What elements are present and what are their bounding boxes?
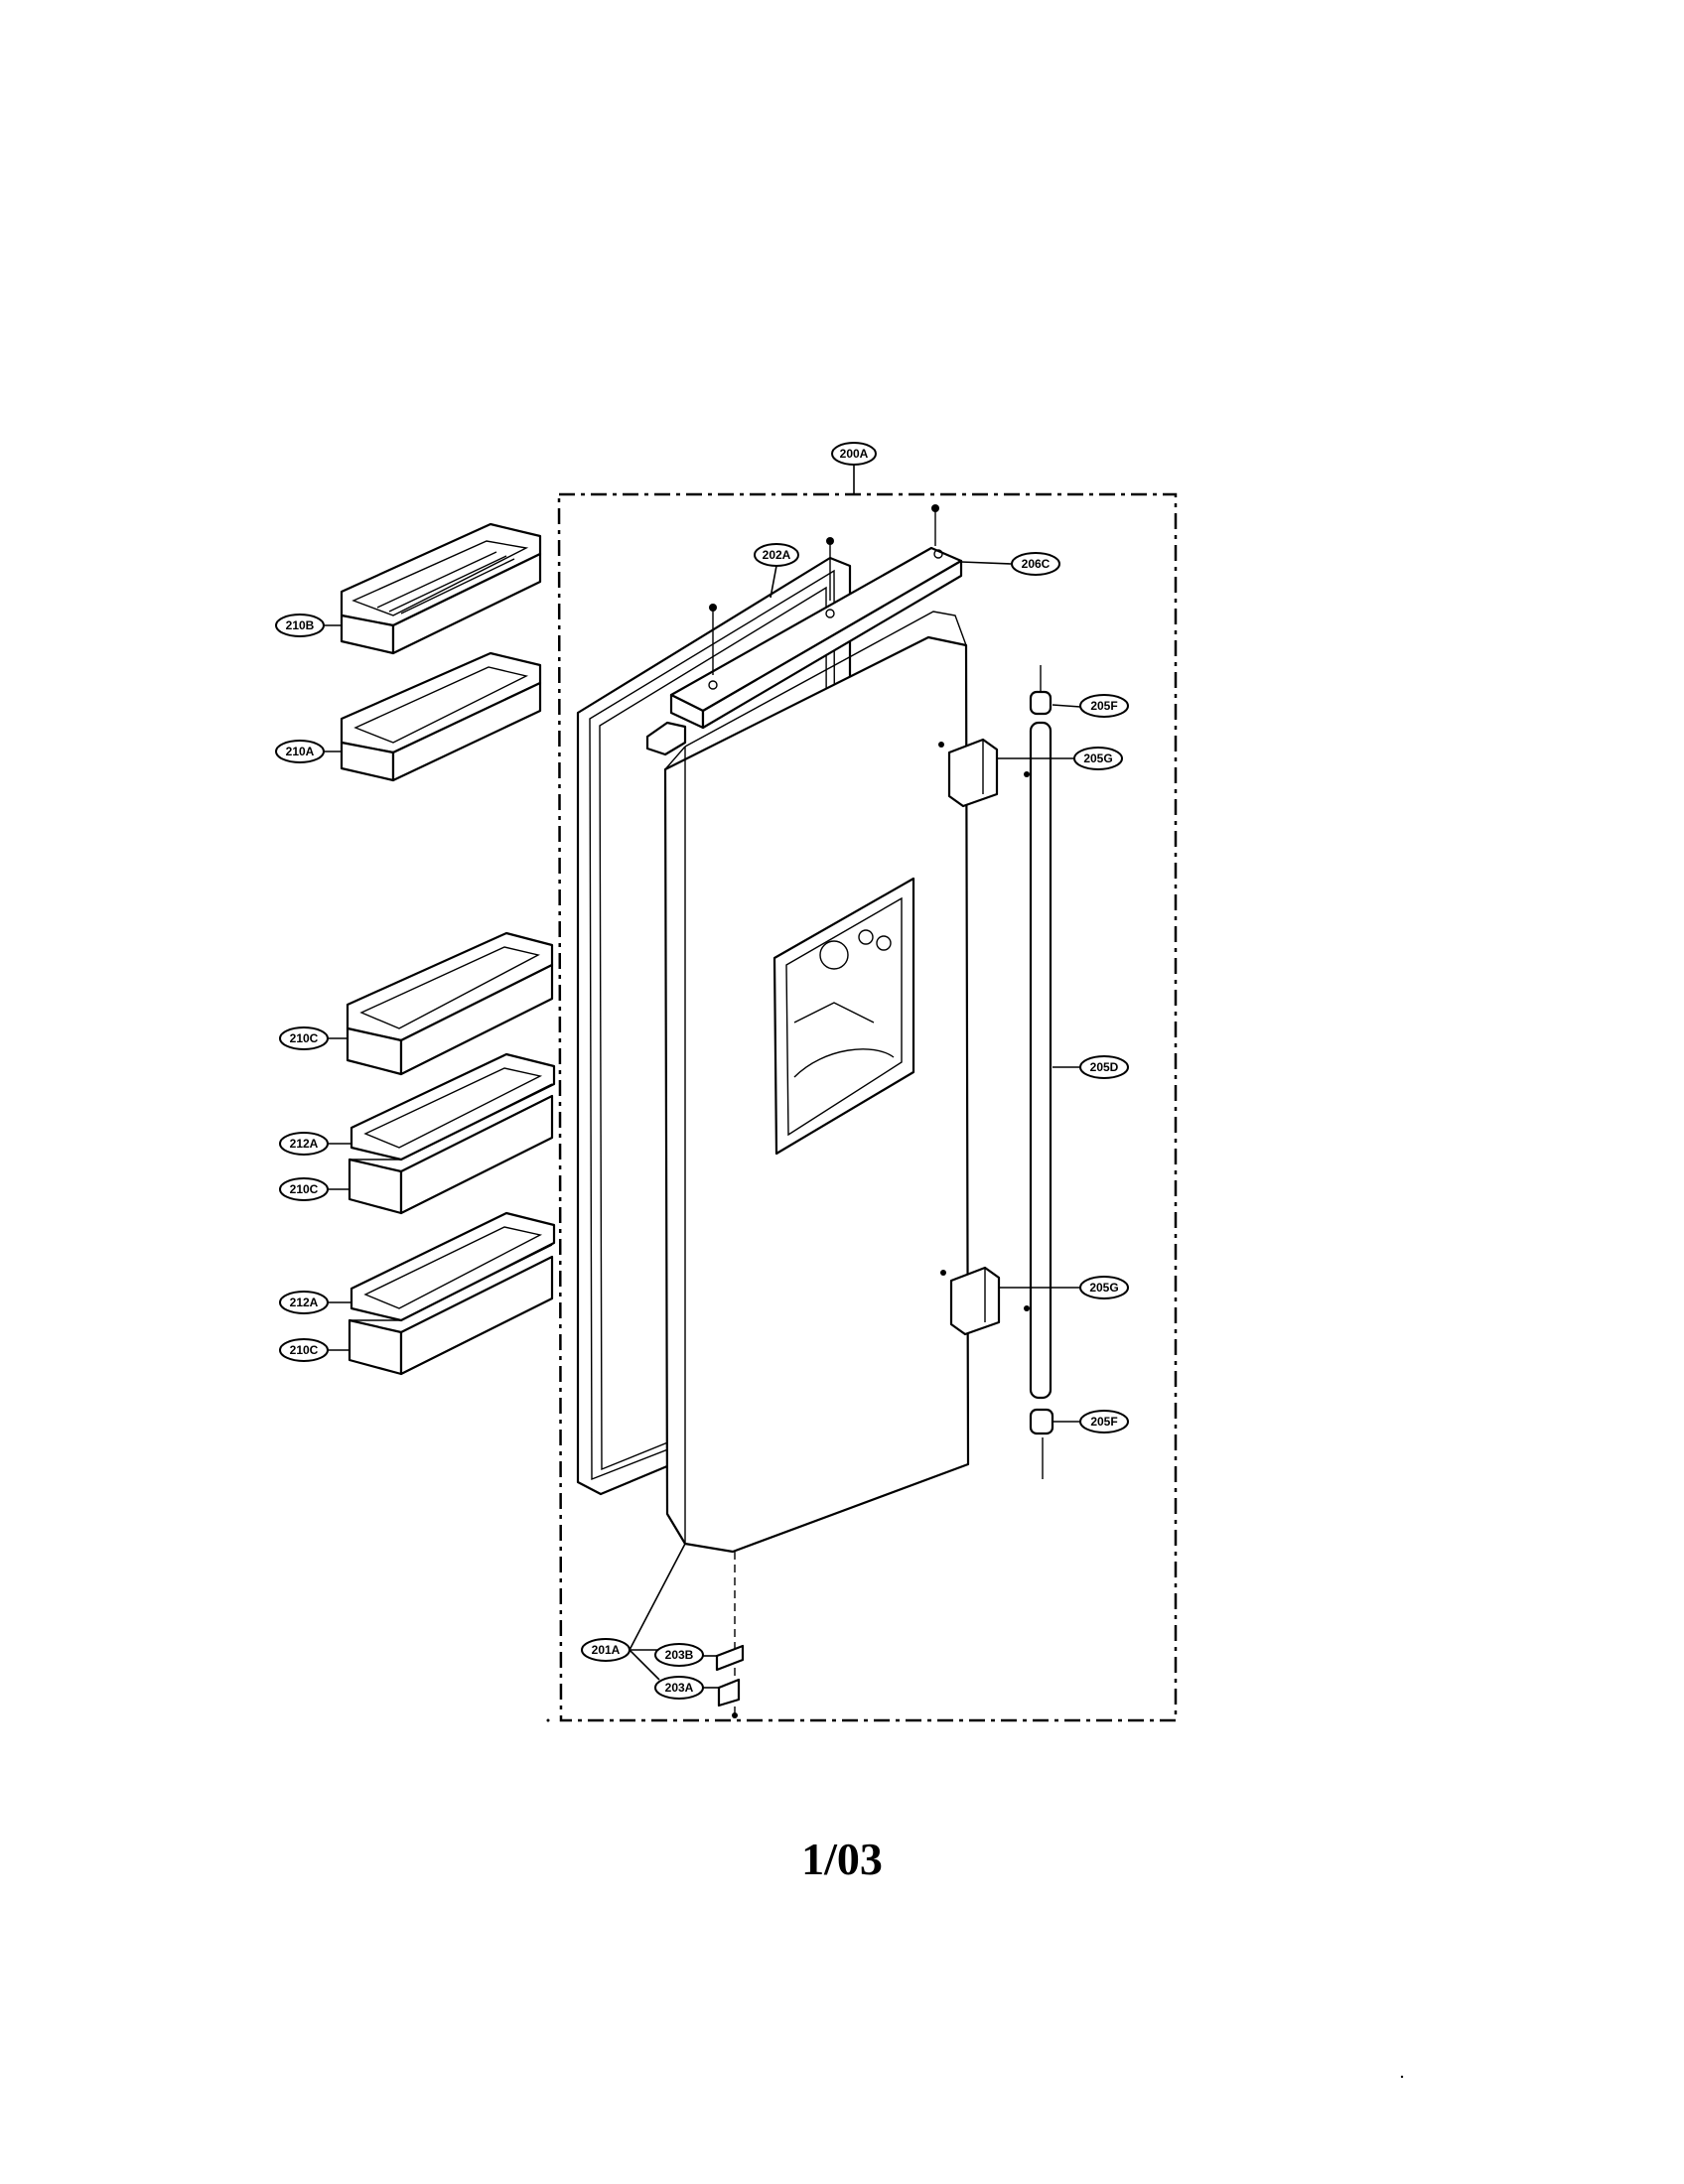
top-screws xyxy=(709,504,939,675)
assembly-boundary xyxy=(557,492,1178,1722)
leader-lines xyxy=(324,465,1081,1689)
svg-text:210A: 210A xyxy=(286,745,315,758)
bottom-hinge-parts xyxy=(715,1552,745,1718)
svg-text:205F: 205F xyxy=(1090,699,1117,713)
top-hinge-cover xyxy=(669,546,963,730)
handle-bracket-bottom xyxy=(940,1266,1030,1336)
scan-dot xyxy=(546,1718,550,1722)
callout-210C-2: 210C xyxy=(279,1177,329,1201)
svg-text:205F: 205F xyxy=(1090,1415,1117,1429)
callout-210C-1: 210C xyxy=(279,1026,329,1050)
callout-203B: 203B xyxy=(654,1643,704,1667)
callout-201A: 201A xyxy=(581,1638,631,1662)
svg-text:210B: 210B xyxy=(286,618,315,632)
callout-202A: 202A xyxy=(754,543,799,567)
dispenser-recess xyxy=(772,877,915,1156)
callout-205F-bottom: 205F xyxy=(1079,1410,1129,1433)
svg-text:205G: 205G xyxy=(1089,1281,1118,1295)
scan-dot xyxy=(1400,2075,1404,2079)
callout-210C-3: 210C xyxy=(279,1338,329,1362)
bin-212A-1 xyxy=(350,1052,556,1161)
callout-210B: 210B xyxy=(275,614,325,637)
svg-text:202A: 202A xyxy=(763,548,791,562)
svg-text:203B: 203B xyxy=(665,1648,694,1662)
svg-text:210C: 210C xyxy=(290,1031,319,1045)
svg-text:212A: 212A xyxy=(290,1137,319,1151)
svg-text:206C: 206C xyxy=(1022,557,1051,571)
svg-text:210C: 210C xyxy=(290,1182,319,1196)
svg-text:203A: 203A xyxy=(665,1681,694,1695)
callout-205D: 205D xyxy=(1079,1055,1129,1079)
callout-212A-1: 212A xyxy=(279,1132,329,1156)
svg-text:201A: 201A xyxy=(592,1643,621,1657)
bin-212A-2 xyxy=(350,1211,556,1322)
svg-text:200A: 200A xyxy=(840,447,869,461)
callout-205G-top: 205G xyxy=(1073,747,1123,770)
callout-205G-bottom: 205G xyxy=(1079,1276,1129,1299)
bin-210C-1 xyxy=(346,931,554,1076)
bin-210C-2 xyxy=(348,1083,554,1215)
revision-date: 1/03 xyxy=(801,1834,883,1884)
door-handle xyxy=(1029,665,1054,1479)
callout-203A: 203A xyxy=(654,1676,704,1700)
svg-text:205G: 205G xyxy=(1083,751,1112,765)
svg-text:205D: 205D xyxy=(1090,1060,1119,1074)
callout-212A-2: 212A xyxy=(279,1291,329,1314)
top-hinge-bracket xyxy=(645,721,687,756)
bin-210B xyxy=(340,522,542,655)
callout-206C: 206C xyxy=(1011,552,1060,576)
handle-bracket-top xyxy=(938,738,1030,808)
callout-205F-top: 205F xyxy=(1079,694,1129,718)
svg-text:210C: 210C xyxy=(290,1343,319,1357)
callout-200A: 200A xyxy=(831,442,877,466)
bin-210A xyxy=(340,651,542,782)
callout-210A: 210A xyxy=(275,740,325,763)
bin-210C-3 xyxy=(348,1244,554,1376)
svg-text:212A: 212A xyxy=(290,1296,319,1309)
